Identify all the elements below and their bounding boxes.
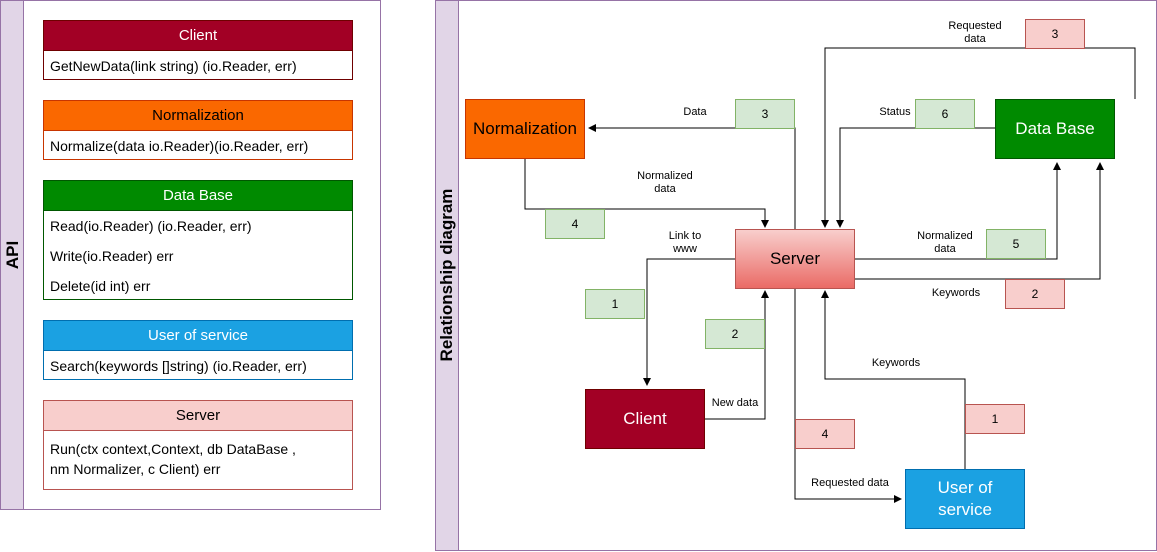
step-box-green-3: 3 [735,99,795,129]
edge-db-requested-data [821,47,1136,228]
step-box-green-4: 4 [545,209,605,239]
label-data: Data [683,106,707,118]
api-method: Search(keywords []string) (io.Reader, er… [50,358,307,374]
label-status: Status [879,106,911,118]
label-link-to-www: Link to www [668,230,702,255]
node-server[interactable]: Server [735,229,855,289]
node-normalization-label: Normalization [473,119,577,138]
diagram-panel-tab [436,1,459,550]
edge-normalization-server [524,159,769,228]
node-client-label: Client [623,409,667,428]
edge-server-user-requested [794,289,902,503]
label-requested-data-bottom: Requested data [811,477,889,489]
step-box-red-1: 1 [965,404,1025,434]
api-method: Write(io.Reader) err [50,248,174,264]
edge-server-client-link [643,258,735,386]
step-box-red-2: 2 [1005,279,1065,309]
label-keywords-bottom: Keywords [871,357,921,369]
node-client[interactable]: Client [585,389,705,449]
step-box-green-6: 6 [915,99,975,129]
node-server-label: Server [769,249,821,268]
step-box-green-1: 1 [585,289,645,319]
node-database-label: Data Base [1015,119,1095,138]
node-user-of-service[interactable]: User of service [905,469,1025,529]
api-card-title: Server [44,401,352,431]
api-method: Normalize(data io.Reader)(io.Reader, err… [50,138,309,154]
api-card-title: Data Base [44,181,352,211]
edge-server-db-keywords [855,162,1104,280]
label-requested-data-top: Requested data [948,20,1002,45]
node-normalization[interactable]: Normalization [465,99,585,159]
api-method: Read(io.Reader) (io.Reader, err) [50,218,252,234]
edge-server-data-normalization [588,124,796,229]
edge-server-db-normalized [855,162,1061,260]
step-box-red-3: 3 [1025,19,1085,49]
edge-db-status [836,127,995,228]
api-panel-tab [1,1,24,509]
api-card-title: Normalization [44,101,352,131]
label-keywords-right: Keywords [931,287,981,299]
api-method: GetNewData(link string) (io.Reader, err) [50,58,297,74]
label-new-data: New data [711,397,759,409]
api-method: Delete(id int) err [50,278,151,294]
api-card-title: Client [44,21,352,51]
label-normalized-data-left: Normalized data [637,170,693,195]
node-database[interactable]: Data Base [995,99,1115,159]
edge-client-server-newdata [705,290,769,420]
label-normalized-data-right: Normalized data [917,230,973,255]
step-box-green-5: 5 [986,229,1046,259]
node-user-label: User of service [937,478,993,519]
step-box-green-2: 2 [705,319,765,349]
api-card-title: User of service [44,321,352,351]
api-method: Run(ctx context,Context, db DataBase , n… [50,441,296,477]
step-box-red-4: 4 [795,419,855,449]
